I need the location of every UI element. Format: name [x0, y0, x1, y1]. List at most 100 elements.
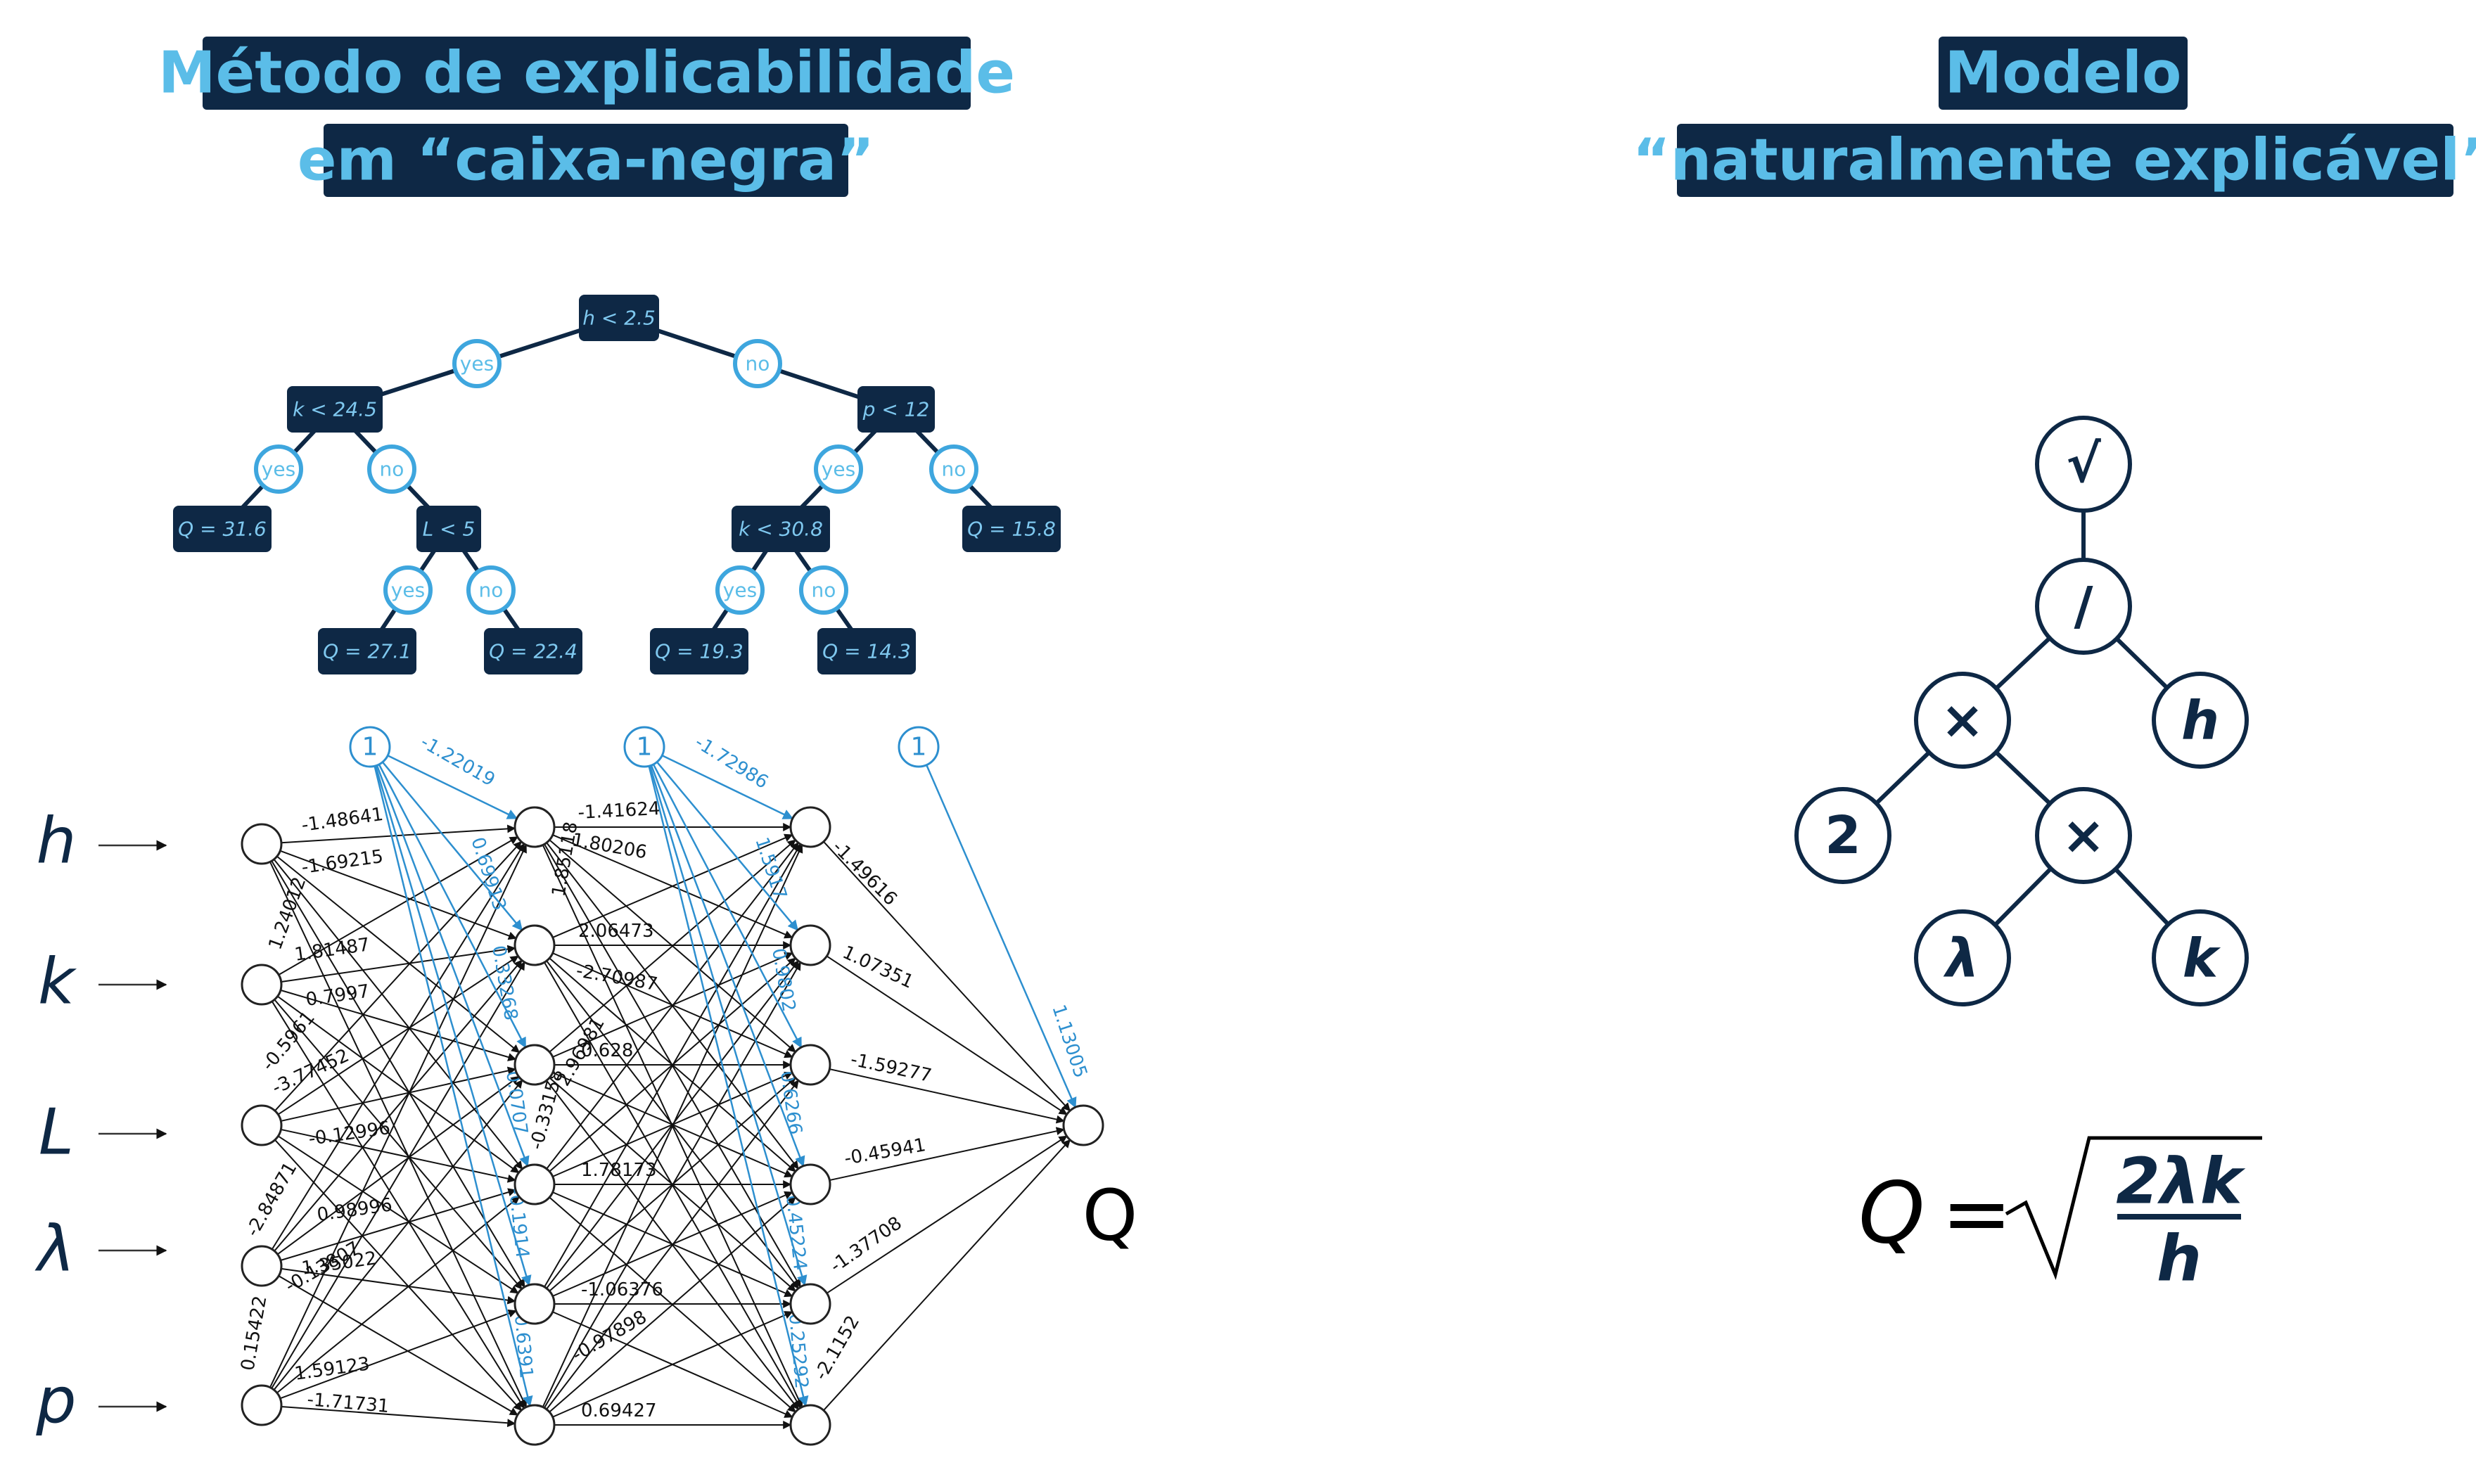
nn-weight: -1.71731 — [306, 1389, 390, 1417]
edge-label-text: yes — [822, 458, 855, 481]
right-title: Modelo “naturalmente explicável” — [1633, 37, 2476, 197]
nn-connection — [544, 961, 801, 1409]
nn-input-label: p — [35, 1364, 76, 1438]
expr-node-circle — [1914, 672, 2011, 769]
nn-connection — [648, 765, 809, 1407]
equation-numerator: 2λk — [2116, 1145, 2246, 1219]
tree-node-label: k < 24.5 — [293, 398, 377, 421]
expr-node-k: k — [2152, 909, 2249, 1006]
nn-connection — [281, 1128, 516, 1183]
nn-connection — [649, 765, 808, 1286]
nn-weight: -0.45941 — [843, 1134, 927, 1170]
nn-weight: 0.628 — [581, 1040, 633, 1061]
nn-connection — [271, 860, 525, 1288]
edge-label-circle — [733, 339, 782, 388]
expr-node-circle — [1794, 787, 1891, 884]
nn-bias-weight: -1.72986 — [691, 731, 772, 793]
tree-edge-label-no: no — [367, 444, 416, 494]
nn-input-label: L — [39, 1096, 74, 1170]
nn-hidden1-node — [513, 924, 556, 966]
nn-weight: 1.80206 — [570, 829, 649, 863]
nn-connection — [274, 1139, 522, 1412]
tree-node-n9: Q = 19.3 — [650, 628, 748, 674]
nn-bias-weight: -1.22019 — [417, 731, 499, 791]
nn-connection — [277, 1135, 519, 1294]
nn-connection — [374, 765, 532, 1286]
nn-connection — [823, 840, 1071, 1112]
edge-label-text: yes — [723, 579, 757, 602]
nn-connection — [652, 764, 803, 1049]
nn-connection — [271, 843, 525, 1250]
nn-connection — [277, 995, 520, 1174]
nn-input-label: k — [38, 945, 77, 1019]
nn-weight: 0.15422 — [237, 1294, 271, 1372]
edge-label-circle — [799, 565, 848, 615]
nn-hidden1-node — [513, 806, 556, 848]
nn-connection — [269, 844, 527, 1388]
tree-node-label: L < 5 — [423, 518, 476, 541]
nn-connection — [829, 1068, 1065, 1124]
edge-label-circle — [814, 444, 863, 494]
right-title-line2: “naturalmente explicável” — [1633, 127, 2476, 194]
equation-lhs: Q — [1858, 1165, 1925, 1263]
nn-hidden1-node — [513, 1044, 556, 1086]
edge-label-text: no — [380, 458, 404, 481]
nn-input-node — [241, 964, 283, 1006]
tree-edge-label-no: no — [466, 565, 516, 615]
nn-input-node — [241, 823, 283, 865]
expr-node-label: 2 — [1825, 805, 1861, 866]
nn-connection — [823, 1139, 1071, 1411]
tree-node-box — [173, 506, 272, 552]
nn-connection — [278, 1275, 518, 1416]
nn-connection — [378, 764, 527, 1049]
left-title-line1: Método de explicabilidade — [158, 40, 1015, 107]
equation-denominator: h — [2157, 1222, 2202, 1296]
right-title-line1-box — [1939, 37, 2188, 110]
left-title-line2: em “caixa-negra” — [298, 127, 874, 194]
nn-bias-node — [349, 726, 391, 768]
nn-connection — [279, 1309, 517, 1400]
edge-label-text: yes — [460, 352, 494, 376]
expr-node-circle — [2152, 672, 2249, 769]
right-title-line2-box — [1677, 124, 2453, 197]
tree-edge-label-no: no — [929, 444, 978, 494]
nn-connection — [274, 959, 523, 1252]
nn-connection — [276, 1196, 521, 1394]
tree-node-box — [416, 506, 481, 552]
nn-connection — [278, 836, 518, 976]
nn-connection — [656, 761, 798, 931]
nn-connection — [381, 761, 523, 931]
nn-hidden2-node — [789, 1044, 831, 1086]
tree-node-n10: Q = 14.3 — [817, 628, 916, 674]
expr-node-circle — [2035, 558, 2132, 655]
nn-hidden1-node — [513, 1283, 556, 1325]
nn-hidden2-node — [789, 1404, 831, 1446]
tree-node-box — [650, 628, 748, 674]
left-title-line2-box — [324, 124, 848, 197]
nn-weight: -0.97898 — [569, 1307, 651, 1366]
nn-hidden2-node — [789, 924, 831, 966]
nn-bias-node — [623, 726, 665, 768]
expr-node-label: × — [1941, 690, 1984, 750]
nn-connection — [281, 1066, 516, 1122]
nn-connection — [273, 1079, 523, 1390]
nn-connection — [650, 765, 805, 1168]
expr-node-label: λ — [1943, 927, 1979, 990]
nn-connection — [549, 839, 796, 1053]
tree-node-box — [484, 628, 582, 674]
nn-connection — [661, 755, 794, 819]
tree-edge-label-yes: yes — [715, 565, 765, 615]
edge-label-circle — [452, 339, 502, 388]
nn-bias-node — [898, 726, 940, 768]
nn-connection — [826, 955, 1068, 1115]
neural-network: -1.48641-1.692151.814870.7997-3.77452-0.… — [34, 726, 1137, 1446]
tree-node-n0: h < 2.5 — [579, 295, 659, 341]
nn-weight: 1.81487 — [293, 934, 371, 966]
nn-bias-label: 1 — [911, 733, 927, 762]
nn-weight: 0.98996 — [316, 1194, 394, 1226]
nn-connection — [279, 850, 517, 940]
nn-bias-weight: 1.5917 — [751, 835, 791, 902]
tree-node-label: h < 2.5 — [582, 307, 656, 330]
